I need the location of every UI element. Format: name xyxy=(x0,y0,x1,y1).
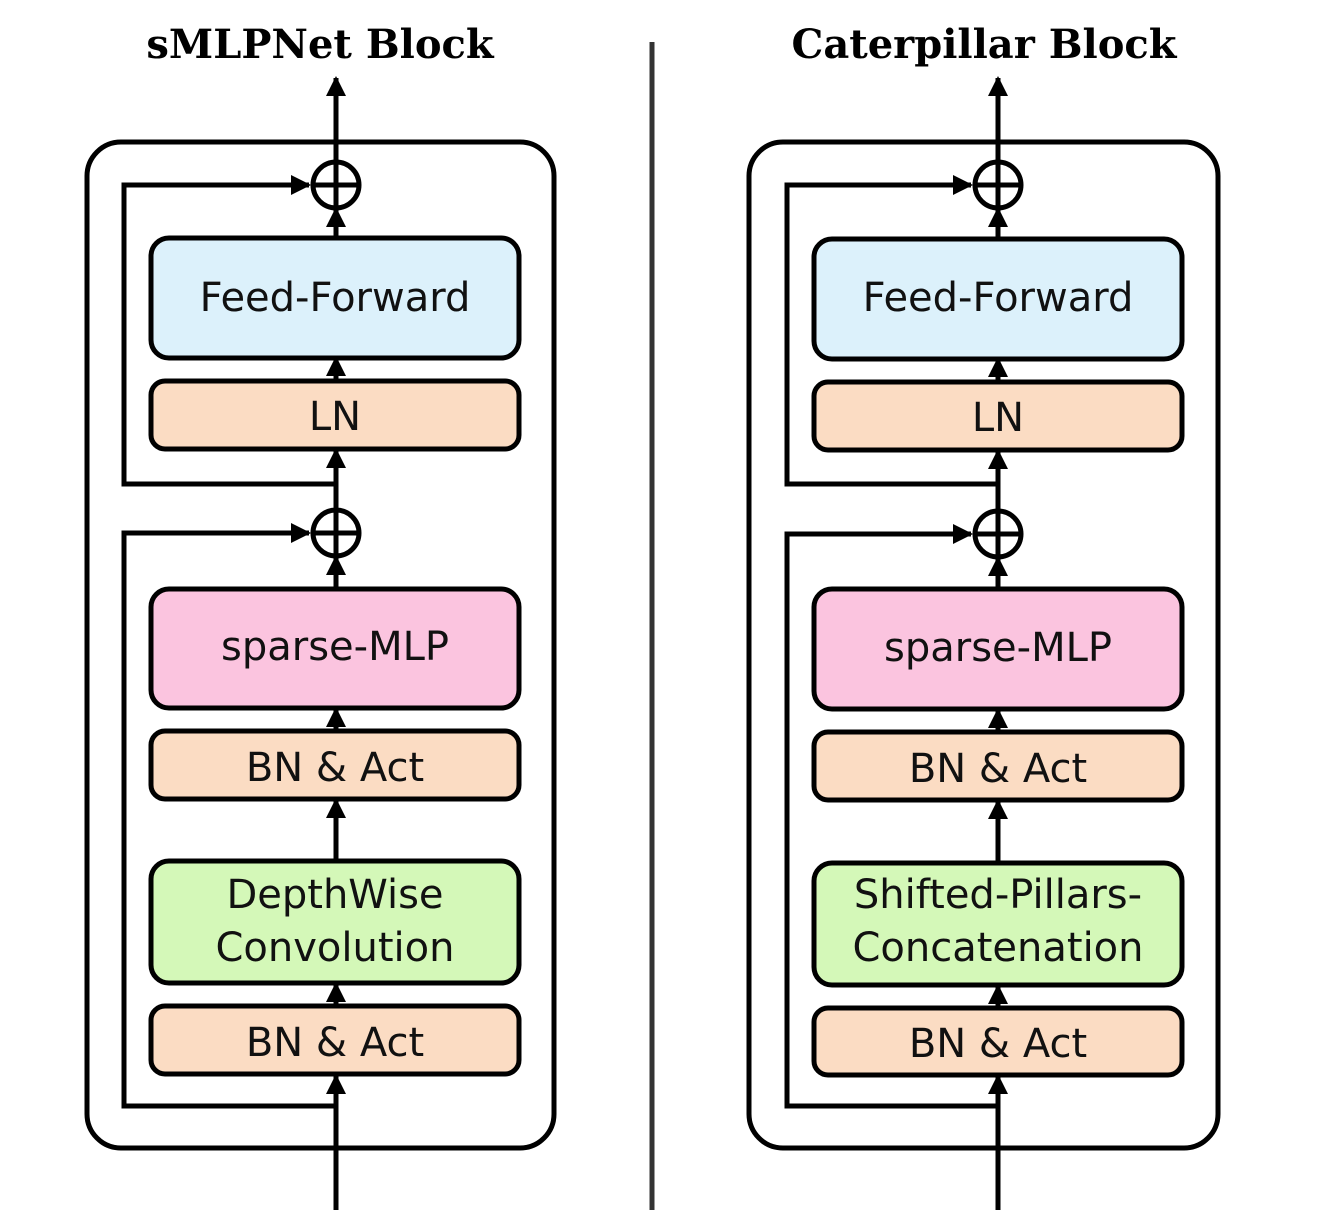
feed-forward-label: Feed-Forward xyxy=(200,275,471,321)
bn-act-label: BN & Act xyxy=(246,745,424,791)
ln-label: LN xyxy=(309,394,361,440)
sparse-mlp-block: sparse-MLP xyxy=(811,586,1185,712)
block-outline xyxy=(84,139,557,1151)
bn-act-block-upper: BN & Act xyxy=(811,729,1185,803)
sparse-mlp-label: sparse-MLP xyxy=(884,625,1112,671)
panel-title: sMLPNet Block xyxy=(146,21,494,68)
bn-act-label: BN & Act xyxy=(909,1021,1087,1067)
skip-connection-upper xyxy=(121,175,336,487)
add-node-lower xyxy=(310,507,362,559)
feed-forward-block: Feed-Forward xyxy=(148,235,522,361)
skip-connection-lower xyxy=(121,523,336,1109)
feed-forward-label: Feed-Forward xyxy=(863,275,1134,321)
bn-act-label: BN & Act xyxy=(246,1020,424,1066)
add-node-lower xyxy=(972,508,1024,560)
bn-act-block-upper: BN & Act xyxy=(148,728,522,802)
ln-label: LN xyxy=(972,395,1024,441)
ln-block: LN xyxy=(148,378,522,452)
smlpnet-panel: sMLPNet Block Feed-Forward xyxy=(84,21,557,1210)
sparse-mlp-block: sparse-MLP xyxy=(148,586,522,711)
bn-act-block-lower: BN & Act xyxy=(811,1005,1185,1078)
add-node-upper xyxy=(972,159,1024,211)
skip-connection-upper xyxy=(784,175,998,487)
block-outline xyxy=(746,139,1221,1151)
shifted-pillars-concatenation-block: Shifted-Pillars- Concatenation xyxy=(811,860,1185,988)
caterpillar-panel: Caterpillar Block Feed-Forward L xyxy=(746,21,1221,1210)
mixer-label-line-1: DepthWise xyxy=(226,872,443,918)
depthwise-convolution-block: DepthWise Convolution xyxy=(148,858,522,986)
mixer-label-line-2: Convolution xyxy=(216,925,455,971)
feed-forward-block: Feed-Forward xyxy=(811,236,1185,362)
skip-connection-lower xyxy=(784,524,998,1109)
sparse-mlp-label: sparse-MLP xyxy=(221,624,449,670)
bn-act-label: BN & Act xyxy=(909,746,1087,792)
ln-block: LN xyxy=(811,379,1185,453)
bn-act-block-lower: BN & Act xyxy=(148,1003,522,1077)
mixer-label-line-2: Concatenation xyxy=(852,925,1143,971)
mixer-label-line-1: Shifted-Pillars- xyxy=(854,872,1142,918)
add-node-upper xyxy=(310,159,362,211)
panel-title: Caterpillar Block xyxy=(792,21,1178,68)
